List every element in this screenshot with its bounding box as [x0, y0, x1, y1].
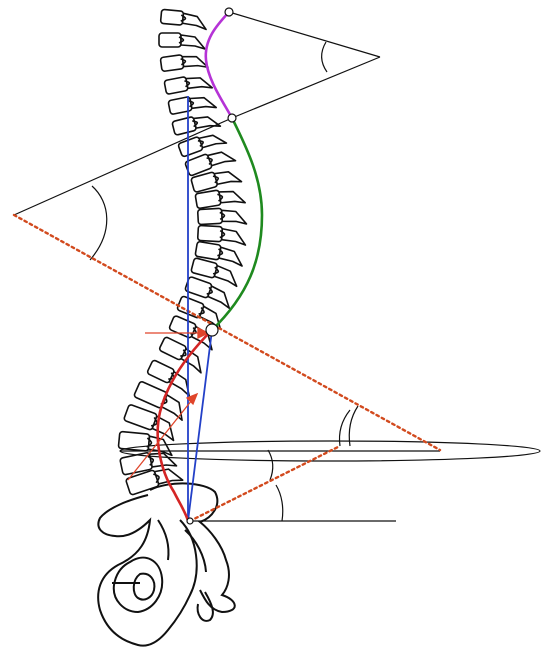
- cervical-vertebral-body: [164, 77, 188, 95]
- t1-marker: [228, 114, 236, 122]
- cervical-spinous-process: [182, 13, 207, 29]
- cervical-vertebra: [160, 9, 207, 29]
- c2-marker: [225, 8, 233, 16]
- cervical-spinous-process: [181, 35, 205, 49]
- thoracic-spinous-process: [222, 209, 247, 225]
- dotted-reference-lines: [14, 215, 440, 521]
- thoracic-spinous-process: [221, 229, 246, 245]
- cervical-vertebra: [164, 72, 212, 96]
- lumbar-vertebral-body: [118, 431, 149, 451]
- thoracic-spinous-process: [218, 247, 244, 266]
- sacral-slope-arc: [276, 485, 283, 521]
- pelvic-detail-2: [158, 520, 169, 560]
- apex-marker: [206, 324, 218, 336]
- pelvic-angle-arc: [268, 450, 273, 480]
- cervical-angle-arc: [322, 42, 327, 72]
- sacrum-outline: [150, 483, 235, 612]
- cervical-vertebra: [160, 51, 208, 73]
- vertebral-column: [118, 9, 246, 497]
- pelvis: [98, 483, 235, 645]
- cervical-vertebral-body: [159, 33, 181, 47]
- construction-lines: [14, 12, 540, 521]
- cervical-spinous-process: [182, 53, 208, 70]
- thoracic-vertebra: [198, 207, 247, 227]
- thoracic-spinous-process: [179, 349, 207, 373]
- thoracic-vertebral-body: [198, 208, 223, 224]
- lumbosacral-dotted-line: [190, 446, 340, 521]
- thoracic-vertebral-body: [191, 258, 218, 279]
- thoracic-vertebral-body: [198, 225, 223, 241]
- thoracic-vertebral-body: [195, 241, 221, 260]
- thoracic-spinous-process: [208, 147, 236, 170]
- cervical-vertebral-body: [160, 9, 183, 25]
- thoracic-vertebral-body: [195, 190, 221, 209]
- cervical-vertebral-body: [160, 55, 184, 72]
- cervical-vertebral-body: [172, 116, 197, 135]
- cervical-vertebra: [159, 33, 205, 49]
- cervical-lower-line: [232, 57, 380, 118]
- lumbar-angle-arc-2: [349, 406, 358, 446]
- cervical-vertebra: [168, 92, 216, 117]
- iliac-crest-outline: [98, 495, 197, 646]
- s1-marker: [187, 518, 193, 524]
- thoracic-angle-arc: [90, 186, 107, 260]
- thoracic-spinous-process: [213, 266, 240, 287]
- cervical-spinous-process: [199, 130, 226, 151]
- acetabulum-ring: [134, 574, 155, 600]
- cervical-upper-line: [229, 12, 380, 57]
